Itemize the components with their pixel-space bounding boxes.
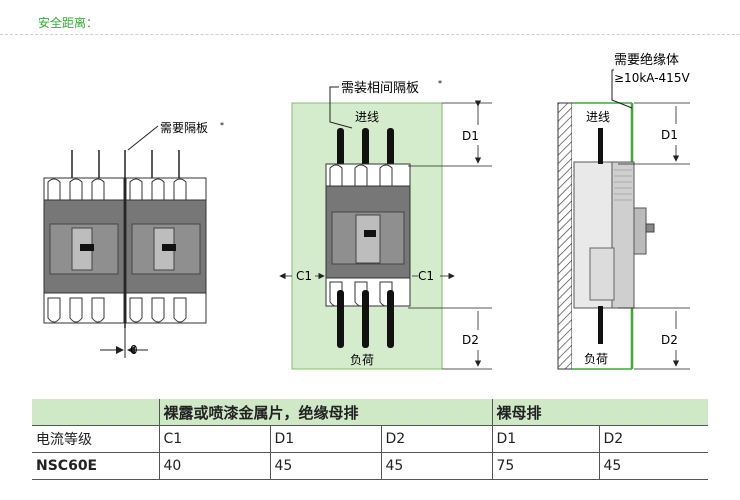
breaker-left-2 <box>125 177 207 324</box>
table-row: NSC60E 40 45 45 75 45 <box>32 452 708 480</box>
row-label-rating: 电流等级 <box>32 425 159 453</box>
table-cell: 45 <box>598 452 708 480</box>
dim-d2-mid: D2 <box>462 333 479 347</box>
table-cell: 45 <box>380 452 492 480</box>
safety-distance-figures: 需要隔板 * 0 需装相间隔板 * <box>43 52 690 370</box>
table-cell: D2 <box>598 425 708 453</box>
table-row: 电流等级 C1 D1 D2 D1 D2 <box>32 425 708 453</box>
safety-distance-table: 裸露或喷漆金属片，绝缘母排 裸母排 电流等级 C1 D1 D2 D1 D2 NS… <box>32 399 708 480</box>
wall-hatch <box>557 102 573 370</box>
dim-zero: 0 <box>130 343 138 357</box>
middle-figure: 需装相间隔板 * 进线 负荷 D1 D2 C1 C1 <box>279 79 492 370</box>
header-group-insulated: 裸露或喷漆金属片，绝缘母排 <box>158 399 492 426</box>
right-figure: 进线 负荷 需要绝缘体 ≥10kA-415V D1 D2 <box>557 52 690 370</box>
dim-c1-left: C1 <box>296 269 312 283</box>
barrier-mark-mid: * <box>438 79 442 88</box>
header-group-bare: 裸母排 <box>491 399 708 426</box>
header-blank <box>32 399 159 426</box>
breaker-left-1 <box>43 177 125 324</box>
dim-d1-right: D1 <box>661 128 678 142</box>
section-title: 安全距离： <box>38 16 99 30</box>
table-cell: 45 <box>269 452 381 480</box>
table-cell: D1 <box>269 425 381 453</box>
barrier-mark-left: * <box>220 121 224 130</box>
dim-d2-right: D2 <box>661 333 678 347</box>
table-cell: 75 <box>491 452 599 480</box>
row-label-model: NSC60E <box>32 452 159 480</box>
label-insulator: 需要绝缘体 <box>614 52 679 68</box>
label-phase-barrier: 需装相间隔板 <box>341 81 419 96</box>
table-cell: 40 <box>158 452 270 480</box>
table-cell: C1 <box>158 425 270 453</box>
label-barrier-left: 需要隔板 <box>160 121 208 135</box>
dim-c1-right: C1 <box>418 269 434 283</box>
label-load-mid: 负荷 <box>350 353 374 367</box>
table-cell: D2 <box>380 425 492 453</box>
left-figure: 需要隔板 * 0 <box>43 121 224 358</box>
divider <box>0 34 740 36</box>
label-rating: ≥10kA-415V <box>614 71 690 85</box>
label-incoming-mid: 进线 <box>355 110 379 124</box>
label-load-right: 负荷 <box>584 352 608 366</box>
table-cell: D1 <box>491 425 599 453</box>
dim-d1-mid: D1 <box>462 129 479 143</box>
table-header-row: 裸露或喷漆金属片，绝缘母排 裸母排 <box>32 399 708 426</box>
label-incoming-right: 进线 <box>586 110 610 124</box>
